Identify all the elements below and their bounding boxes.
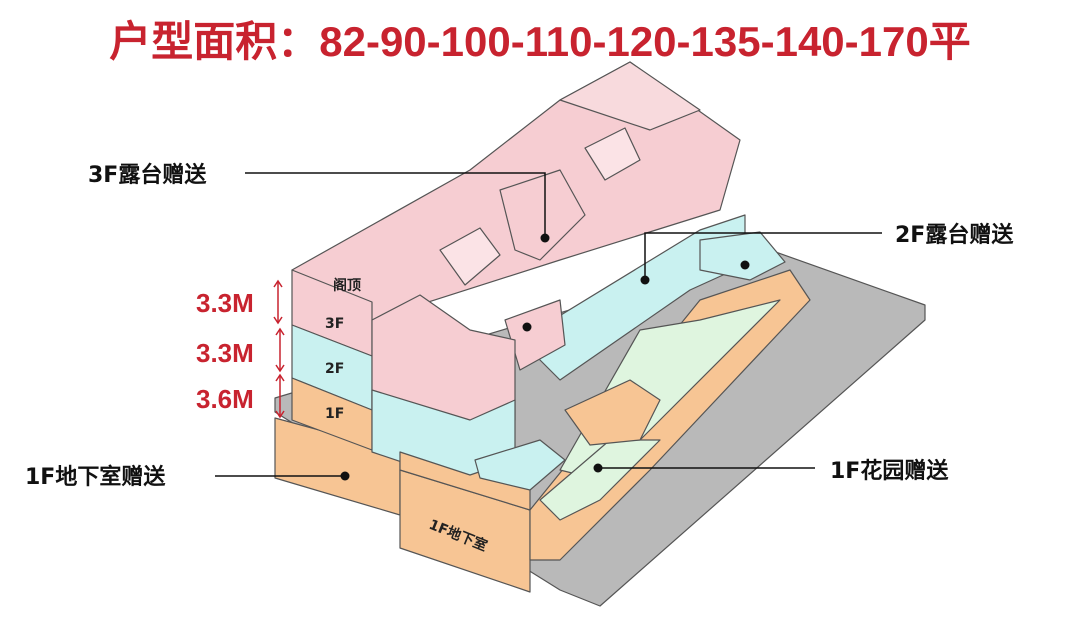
label-2f: 2F bbox=[325, 361, 344, 377]
dormer-2 bbox=[584, 127, 641, 181]
height-arrows bbox=[273, 279, 285, 419]
dormer-1 bbox=[439, 227, 501, 286]
label-3f: 3F bbox=[325, 316, 344, 332]
callout-2f-terrace: 2F露台赠送 bbox=[895, 222, 1013, 248]
callout-line-3f bbox=[245, 172, 546, 238]
callout-dot-3f-lower bbox=[522, 322, 532, 332]
height-2f: 3.3M bbox=[196, 338, 254, 368]
label-attic: 阁顶 bbox=[333, 277, 361, 294]
callout-dot-garden bbox=[593, 463, 603, 473]
height-3f: 3.3M bbox=[196, 288, 254, 318]
garden-lower bbox=[539, 439, 661, 521]
terrace-3f-box bbox=[499, 169, 586, 261]
callout-3f-terrace: 3F露台赠送 bbox=[88, 162, 206, 188]
callout-dot-2f-right bbox=[740, 260, 750, 270]
roof-ridge-shade bbox=[559, 61, 701, 131]
page-title: 户型面积：82-90-100-110-120-135-140-170平 bbox=[109, 18, 971, 65]
height-1f: 3.6M bbox=[196, 384, 254, 414]
callout-basement: 1F地下室赠送 bbox=[25, 464, 165, 490]
callout-dot-basement bbox=[340, 471, 350, 481]
label-1f: 1F bbox=[325, 406, 344, 422]
wall-inner bbox=[564, 379, 661, 446]
callout-line-2f bbox=[644, 232, 882, 280]
callout-garden: 1F花园赠送 bbox=[830, 458, 948, 484]
terrace-1f-box bbox=[474, 439, 566, 491]
callout-dot-2f bbox=[640, 275, 650, 285]
callout-dot-3f bbox=[540, 233, 550, 243]
